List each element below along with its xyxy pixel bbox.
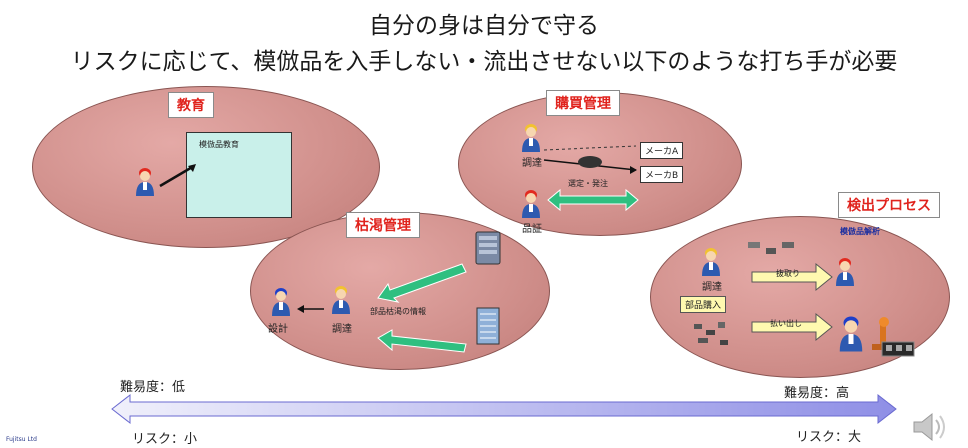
- maker-a-box: メーカA: [640, 142, 684, 159]
- eol-info-text: 部品枯渇の情報: [370, 307, 426, 316]
- detection-step1: 抜取り: [776, 269, 800, 278]
- sample-chips-icon: [748, 242, 794, 254]
- detection-buyer-role: 調達: [702, 282, 722, 293]
- purchasing-buyer-person-icon: [520, 122, 542, 154]
- speaker-icon[interactable]: [910, 410, 950, 444]
- detection-sublabel: 模倣品解析: [840, 227, 880, 236]
- eol-green-arrow-lower-icon: [377, 329, 467, 353]
- difficulty-low-label: 難易度：低: [120, 380, 186, 395]
- parts-chips-icon: [694, 322, 728, 345]
- purchasing-qa-person-icon: [520, 188, 542, 220]
- detection-arrow-upper-icon: [751, 262, 833, 292]
- building-icon: [476, 307, 500, 345]
- detection-buyer-person-icon: [700, 246, 722, 278]
- eol-buyer-role: 調達: [332, 324, 352, 335]
- risk-low-label: リスク：小: [132, 432, 198, 447]
- eol-green-arrow-upper-icon: [377, 263, 467, 303]
- pointer-arrow-icon: [159, 164, 196, 188]
- purchasing-qa-role: 品証: [522, 224, 542, 235]
- teacher-person-icon: [134, 166, 156, 198]
- purchasing-green-arrow-icon: [547, 188, 639, 212]
- eol-design-role: 設計: [268, 324, 288, 335]
- footer-logo: Fujitsu Ltd: [6, 436, 37, 443]
- education-board-text: 模倣品教育: [199, 140, 239, 149]
- detection-arrow-lower-icon: [751, 312, 833, 342]
- eol-design-person-icon: [270, 286, 292, 318]
- risk-high-label: リスク：大: [796, 430, 862, 445]
- purchasing-buyer-role: 調達: [522, 158, 542, 169]
- scale-double-arrow-icon: [111, 393, 897, 425]
- maker-b-box: メーカB: [640, 166, 684, 183]
- parts-purchase-label: 部品購入: [680, 296, 727, 313]
- title-line-1: 自分の身は自分で守る: [369, 13, 599, 39]
- detection-label: 検出プロセス: [838, 192, 940, 218]
- purchasing-label: 購買管理: [546, 90, 620, 116]
- education-label: 教育: [168, 92, 214, 118]
- detection-step2: 払い出し: [770, 319, 802, 328]
- difficulty-high-label: 難易度：高: [784, 386, 850, 401]
- purchasing-action: 選定・発注: [568, 179, 608, 188]
- server-icon: [475, 231, 501, 265]
- handshake-arrows-icon: [543, 145, 637, 174]
- detection-analyst-person-icon: [836, 314, 866, 354]
- chip-board-icon: [881, 341, 915, 357]
- eol-buyer-person-icon: [330, 284, 352, 316]
- education-board: 模倣品教育: [186, 132, 292, 218]
- eol-small-arrow-icon: [297, 305, 324, 313]
- title-line-2: リスクに応じて、模倣品を入手しない・流出させない以下のような打ち手が必要: [70, 49, 898, 75]
- eol-label: 枯渇管理: [346, 212, 420, 238]
- detection-inspector-person-icon: [834, 256, 856, 288]
